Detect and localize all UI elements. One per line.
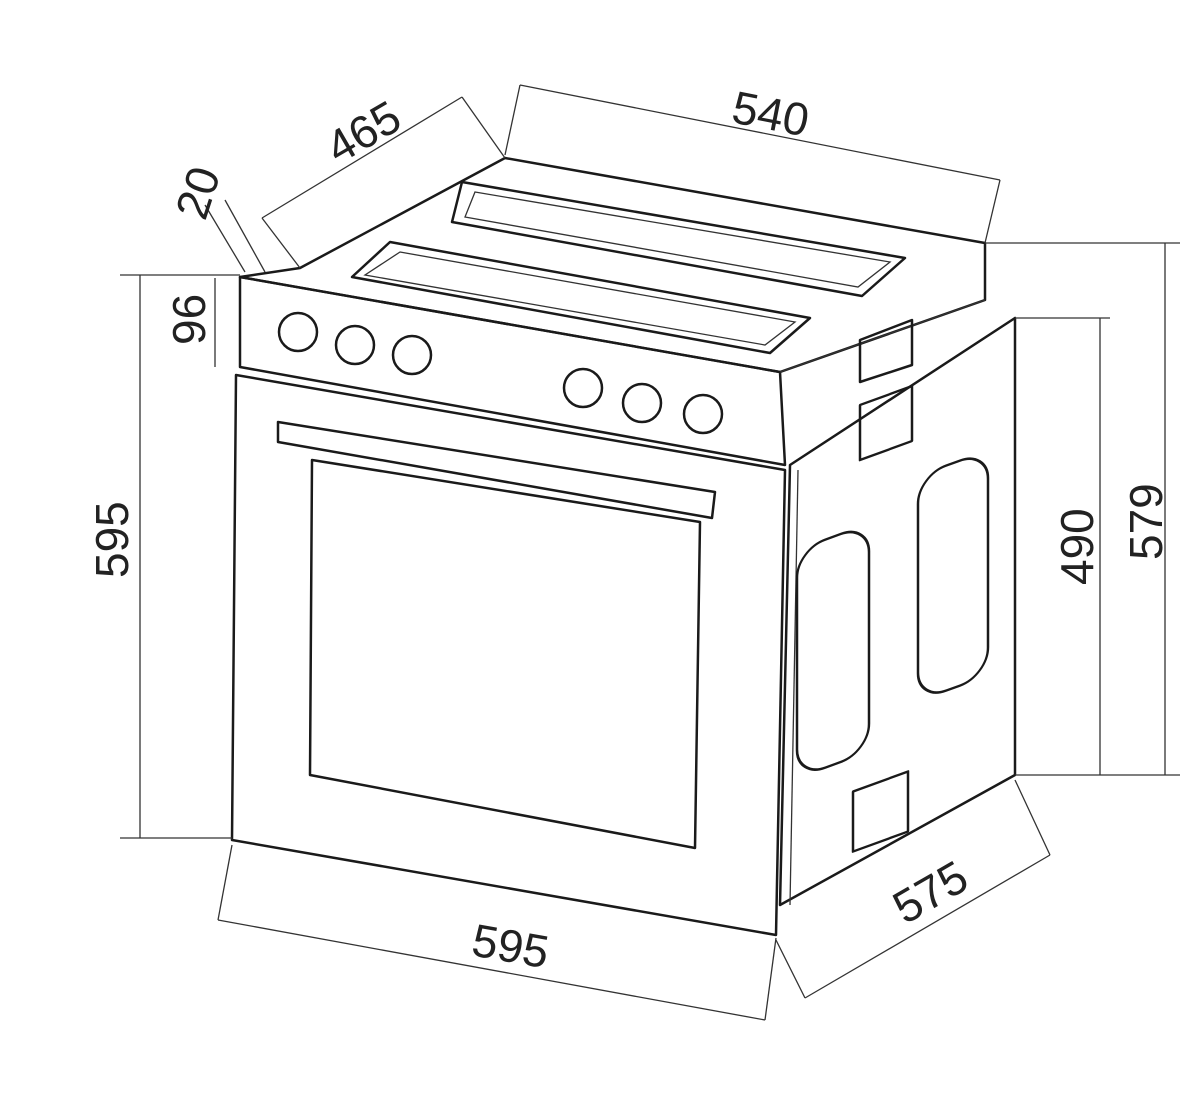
dim-top-depth: 465 [317, 90, 409, 173]
dim-side-height: 579 [1120, 483, 1172, 560]
dim-side-depth: 575 [884, 850, 976, 933]
side-bracket-top [858, 384, 914, 462]
side-edge [789, 469, 799, 906]
oven-door [230, 373, 787, 937]
knob-icon [562, 367, 604, 409]
vent-slot [858, 318, 914, 384]
hob-plate-front-inner [363, 251, 797, 346]
dim-side-inner-height: 490 [1051, 508, 1103, 585]
door-window [308, 458, 702, 850]
panel-top-edge [779, 299, 986, 373]
knob-icon [391, 334, 433, 376]
hob-plate-rear [450, 180, 907, 298]
door-handle [276, 420, 717, 520]
dim-top-width: 540 [728, 81, 813, 147]
dim-panel-height: 96 [163, 294, 215, 345]
hob-plate-front [350, 240, 812, 355]
side-panel [778, 316, 1017, 907]
side-bracket-bottom [851, 770, 910, 853]
knob-icon [682, 393, 724, 435]
knob-icon [621, 382, 663, 424]
oven-drawing [230, 156, 1017, 937]
knob-icon [334, 324, 376, 366]
control-knobs [277, 311, 724, 435]
knob-icon [277, 311, 319, 353]
hob-plate-rear-inner [464, 191, 892, 288]
dim-front-height: 595 [86, 501, 138, 578]
side-handle-right [916, 457, 990, 694]
side-handle-left [795, 530, 871, 771]
control-panel [238, 275, 787, 467]
dim-panel-offset: 20 [165, 160, 230, 225]
dimension-lines [120, 84, 1180, 1021]
